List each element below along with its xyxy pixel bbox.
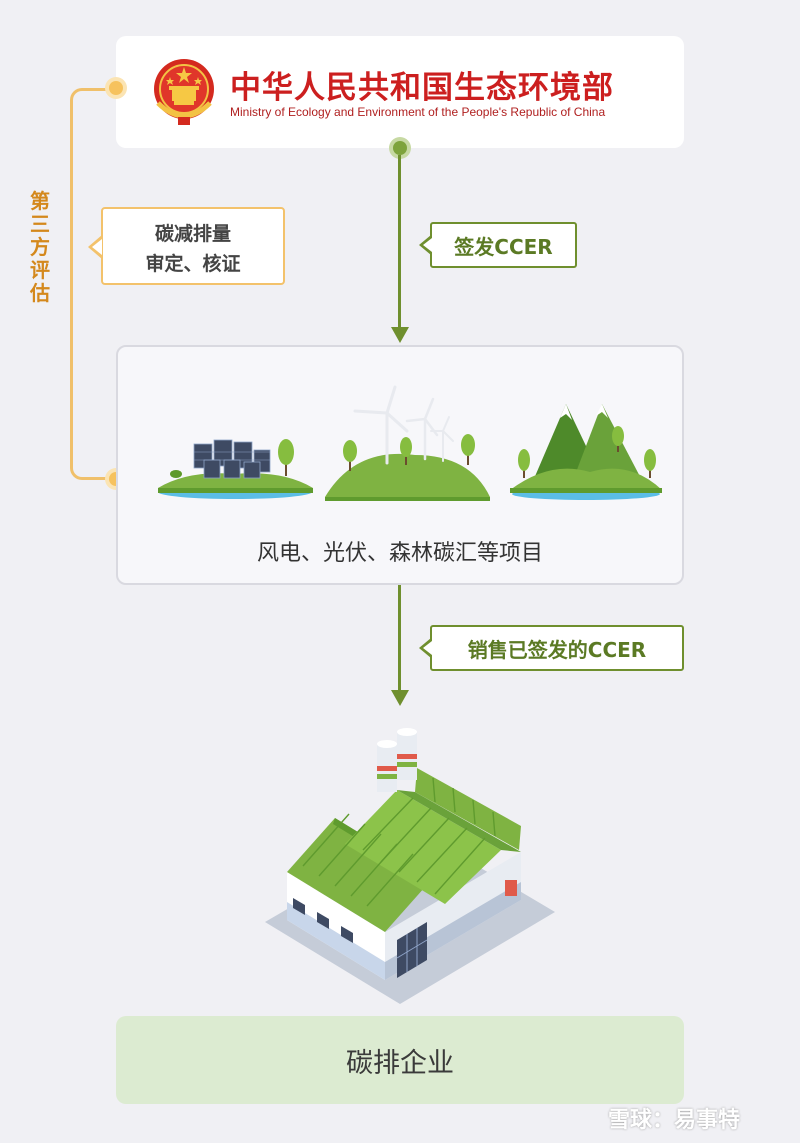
projects-label: 风电、光伏、森林碳汇等项目 xyxy=(256,541,543,566)
issue-tag-tail-inner xyxy=(423,238,432,252)
watermark: 雪球：易事特 xyxy=(608,1108,741,1133)
assessment-bracket xyxy=(70,88,116,480)
review-line-1: 碳减排量 xyxy=(154,223,231,245)
flow-line-2 xyxy=(398,585,401,690)
third-party-assessment-label: 第三方评估 xyxy=(30,189,50,305)
wind-farm-icon xyxy=(325,385,490,507)
ministry-title: 中华人民共和国生态环境部 xyxy=(230,70,614,106)
flow-line-1 xyxy=(398,155,401,327)
sell-tag-tail-inner xyxy=(423,641,432,655)
flow-dot-1 xyxy=(393,141,407,155)
bracket-top-dot xyxy=(109,81,123,95)
review-callout-tail-inner xyxy=(92,239,102,255)
flow-arrowhead-2 xyxy=(391,690,409,706)
review-line-2: 审定、核证 xyxy=(145,253,241,275)
carbon-emitting-enterprise: 碳排企业 xyxy=(116,1016,684,1104)
flow-arrowhead-1 xyxy=(391,327,409,343)
national-emblem-icon xyxy=(152,55,216,127)
issue-ccer-tag: 签发CCER xyxy=(430,222,577,268)
review-callout: 碳减排量 审定、核证 xyxy=(101,207,285,285)
ministry-subtitle: Ministry of Ecology and Environment of t… xyxy=(230,105,606,119)
forest-mountain-icon xyxy=(510,400,662,506)
factory-icon xyxy=(265,722,555,1011)
solar-farm-icon xyxy=(158,430,313,506)
sell-ccer-tag: 销售已签发的CCER xyxy=(430,625,684,671)
bracket-label-gap xyxy=(26,180,54,320)
